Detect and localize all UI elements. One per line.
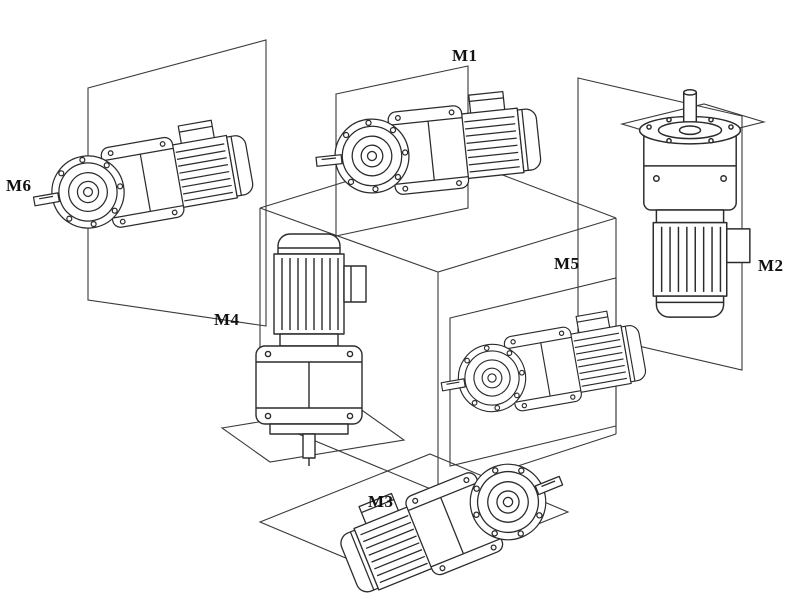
gearmotor-m4-drawing	[255, 233, 367, 467]
gearmotor-m6-drawing	[25, 114, 257, 242]
label-m5: M5	[554, 254, 580, 273]
label-m2: M2	[758, 256, 784, 275]
label-m4: M4	[214, 310, 240, 329]
gearmotor-m2-drawing	[638, 89, 751, 318]
gearmotors	[25, 87, 751, 606]
label-m3: M3	[368, 492, 394, 511]
label-m6: M6	[6, 176, 32, 195]
mounting-plane-m6	[87, 39, 267, 327]
mounting-plane-m5	[449, 277, 617, 467]
gearmotor-m1-drawing	[310, 87, 544, 204]
mounting-plane-m1	[335, 65, 469, 237]
label-m1: M1	[452, 46, 478, 65]
